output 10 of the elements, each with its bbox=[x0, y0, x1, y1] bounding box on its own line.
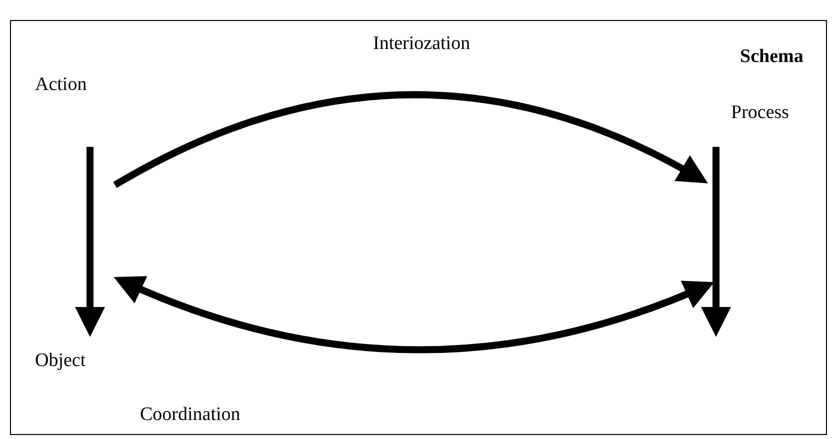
text-label: Interiozation bbox=[373, 34, 470, 55]
node-label: Process bbox=[731, 103, 790, 124]
arrow bbox=[113, 91, 708, 188]
arrow bbox=[701, 146, 731, 337]
arrow bbox=[75, 146, 105, 337]
node-label: Object bbox=[35, 351, 86, 372]
text-label: Coordination bbox=[140, 405, 240, 426]
heading: Schema bbox=[740, 47, 804, 68]
arrow bbox=[114, 275, 714, 354]
node-label: Action bbox=[35, 75, 87, 96]
